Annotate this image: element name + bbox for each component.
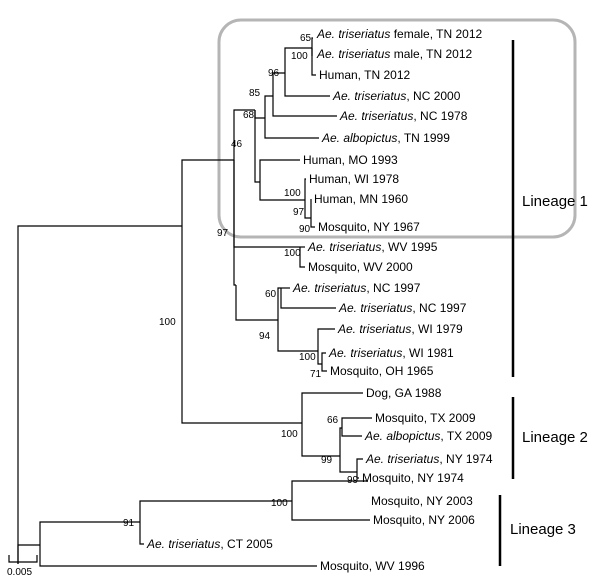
bootstrap-value: 90 (299, 224, 311, 235)
tip-label: Ae. triseriatus, NC 1978 (339, 109, 468, 123)
bootstrap-value: 85 (249, 88, 261, 99)
bootstrap-value: 66 (327, 415, 339, 426)
bootstrap-value: 100 (284, 188, 301, 199)
bootstrap-value: 97 (217, 228, 229, 239)
scale-label: 0.005 (7, 567, 32, 578)
bootstrap-value: 68 (243, 110, 255, 121)
bootstrap-value: 60 (265, 289, 277, 300)
tip-label: Human, WI 1978 (309, 172, 399, 186)
bootstrap-value: 94 (259, 331, 271, 342)
tree-branches (17, 37, 372, 567)
tip-label: Human, MN 1960 (314, 192, 408, 206)
tip-label: Ae. triseriatus, WI 1981 (328, 346, 454, 360)
bootstrap-value: 97 (293, 207, 305, 218)
tip-label: Human, TN 2012 (319, 68, 410, 82)
tip-label: Mosquito, OH 1965 (330, 364, 434, 378)
bootstrap-value: 100 (159, 317, 176, 328)
scale-bar (8, 555, 38, 563)
tip-label: Ae. triseriatus female, TN 2012 (316, 27, 483, 41)
bootstrap-value: 100 (291, 51, 308, 62)
tip-label: Mosquito, NY 2006 (373, 513, 475, 527)
bootstrap-value: 65 (300, 33, 312, 44)
lineage-1-label: Lineage 1 (522, 193, 588, 210)
tip-label: Mosquito, WV 2000 (308, 260, 413, 274)
lineage-3-label: Lineage 3 (510, 521, 576, 538)
tip-label: Ae. albopictus, TN 1999 (321, 131, 450, 145)
tip-label: Ae. triseriatus, NY 1974 (365, 452, 493, 466)
bootstrap-value: 100 (299, 352, 316, 363)
highlight-box (217, 18, 577, 239)
bootstrap-value: 71 (310, 369, 322, 380)
bootstrap-value: 100 (281, 429, 298, 440)
tip-label: Ae. triseriatus, NC 1997 (292, 281, 421, 295)
bootstrap-value: 96 (268, 68, 280, 79)
tip-label: Mosquito, NY 1967 (318, 220, 420, 234)
tip-label: Ae. triseriatus, WV 1995 (307, 240, 438, 254)
tip-label: Ae. triseriatus male, TN 2012 (316, 47, 473, 61)
lineage-2-label: Lineage 2 (522, 429, 588, 446)
tip-label: Ae. triseriatus, WI 1979 (337, 322, 463, 336)
bootstrap-value: 99 (347, 475, 359, 486)
tip-label: Ae. triseriatus, CT 2005 (146, 537, 273, 551)
bootstrap-values: 65 100 96 85 68 46 100 97 90 97 100 60 9… (123, 33, 359, 529)
tip-label: Ae. triseriatus, NC 1997 (338, 301, 467, 315)
bootstrap-value: 100 (284, 248, 301, 259)
tip-label: Ae. triseriatus, NC 2000 (332, 89, 461, 103)
bootstrap-value: 99 (321, 455, 333, 466)
bootstrap-value: 91 (123, 518, 135, 529)
tip-label: Human, MO 1993 (303, 153, 398, 167)
tip-label: Ae. albopictus, TX 2009 (364, 429, 493, 443)
tip-label: Mosquito, NY 1974 (362, 471, 464, 485)
tip-label: Dog, GA 1988 (366, 386, 442, 400)
bootstrap-value: 46 (231, 139, 243, 150)
tip-label: Mosquito, NY 2003 (371, 494, 473, 508)
bootstrap-value: 100 (271, 498, 288, 509)
tip-label: Mosquito, WV 1996 (320, 559, 425, 573)
tip-label: Mosquito, TX 2009 (375, 411, 476, 425)
tip-labels: Ae. triseriatus female, TN 2012 Ae. tris… (146, 27, 493, 573)
